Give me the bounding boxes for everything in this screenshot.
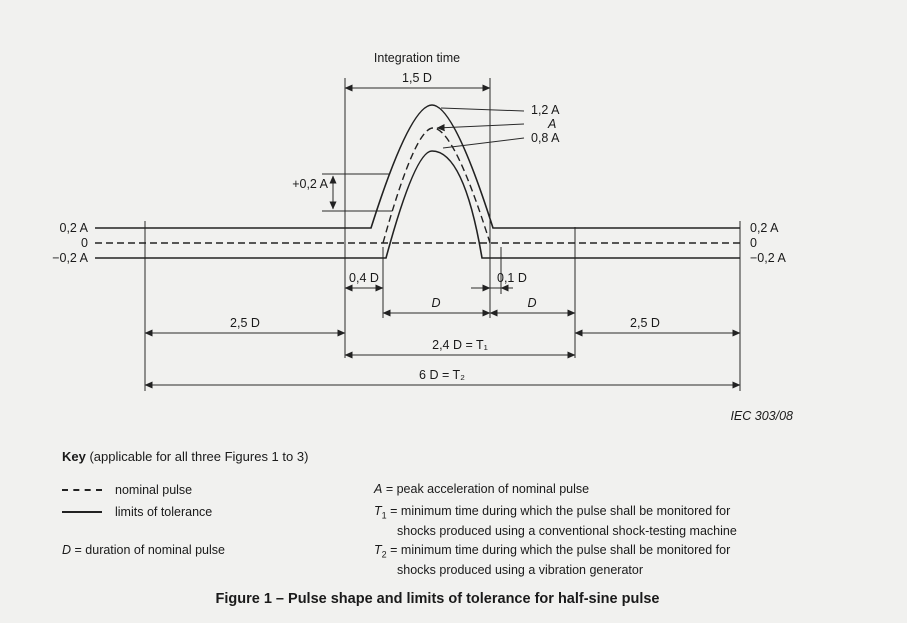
level-left-upper-label: 0,2 A xyxy=(60,221,89,235)
level-right-lower-label: −0,2 A xyxy=(750,251,786,265)
leader-peak-0-8a xyxy=(442,137,525,149)
dim-2-5d-left-label: 2,5 D xyxy=(230,316,260,330)
t1-var: T xyxy=(374,504,382,518)
t2-line2: shocks produced using a vibration genera… xyxy=(397,562,643,577)
t1-sub: 1 xyxy=(381,510,387,521)
leader-peak-1-2a xyxy=(440,107,525,112)
extension-lines xyxy=(144,78,741,391)
dim-d-right-label: D xyxy=(527,296,536,310)
d-var: D xyxy=(62,543,72,557)
t2-line1: T2 = minimum time during which the pulse… xyxy=(374,543,731,560)
key-def-a: A = peak acceleration of nominal pulse xyxy=(374,482,834,497)
integration-time-label: Integration time xyxy=(374,51,460,65)
key-heading: Key (applicable for all three Figures 1 … xyxy=(62,449,308,464)
t2-text1: = minimum time during which the pulse sh… xyxy=(390,543,731,557)
t2-sub: 2 xyxy=(381,549,387,560)
pulse-shape-diagram: Integration time 1,5 D 1,2 A A 0,8 A +0,… xyxy=(52,51,793,423)
a-text: = peak acceleration of nominal pulse xyxy=(385,482,590,496)
level-right-zero-label: 0 xyxy=(750,236,757,250)
pulse-curves xyxy=(95,104,740,259)
tolerance-label: limits of tolerance xyxy=(115,505,213,519)
t1-line1: T1 = minimum time during which the pulse… xyxy=(374,504,731,521)
t1-line2: shocks produced using a conventional sho… xyxy=(397,523,737,538)
peak-1-2a-label: 1,2 A xyxy=(531,103,560,117)
dim-d-left-label: D xyxy=(431,296,440,310)
peak-0-8a-label: 0,8 A xyxy=(531,131,560,145)
solid-line-sample xyxy=(62,511,102,513)
key-def-t1: T1 = minimum time during which the pulse… xyxy=(374,504,834,539)
diagram-labels: Integration time 1,5 D 1,2 A A 0,8 A +0,… xyxy=(52,51,793,423)
level-left-lower-label: −0,2 A xyxy=(52,251,88,265)
a-var: A xyxy=(374,482,383,496)
nominal-pulse-label: nominal pulse xyxy=(115,483,193,497)
peak-a-label: A xyxy=(547,117,556,131)
level-right-upper-label: 0,2 A xyxy=(750,221,779,235)
nominal-pulse-curve xyxy=(382,127,491,244)
tol-plus-label: +0,2 A xyxy=(292,177,328,191)
key-def-d: D = duration of nominal pulse xyxy=(62,543,352,558)
figure-caption: Figure 1 – Pulse shape and limits of tol… xyxy=(215,591,660,607)
key-row-tolerance: limits of tolerance xyxy=(62,505,212,519)
key-heading-bold: Key xyxy=(62,449,86,464)
dimension-lines xyxy=(144,84,741,389)
dim-2-5d-right-label: 2,5 D xyxy=(630,316,660,330)
dim-t1-label: 2,4 D = T₁ xyxy=(432,338,488,352)
dim-1-5d-label: 1,5 D xyxy=(402,71,432,85)
t1-text1: = minimum time during which the pulse sh… xyxy=(390,504,731,518)
dim-0-4d-label: 0,4 D xyxy=(349,271,379,285)
dim-t2-label: 6 D = T₂ xyxy=(419,368,465,382)
lower-tolerance-curve xyxy=(95,150,740,259)
leader-peak-a xyxy=(436,123,525,132)
upper-tolerance-curve xyxy=(95,104,740,229)
key-def-t2: T2 = minimum time during which the pulse… xyxy=(374,543,834,578)
d-text: = duration of nominal pulse xyxy=(74,543,225,557)
dashed-line-sample xyxy=(62,489,102,491)
t2-var: T xyxy=(374,543,382,557)
key-heading-rest: (applicable for all three Figures 1 to 3… xyxy=(85,449,309,464)
dim-0-1d-label: 0,1 D xyxy=(497,271,527,285)
iec-note: IEC 303/08 xyxy=(730,409,793,423)
key-row-nominal: nominal pulse xyxy=(62,483,192,497)
level-left-zero-label: 0 xyxy=(81,236,88,250)
